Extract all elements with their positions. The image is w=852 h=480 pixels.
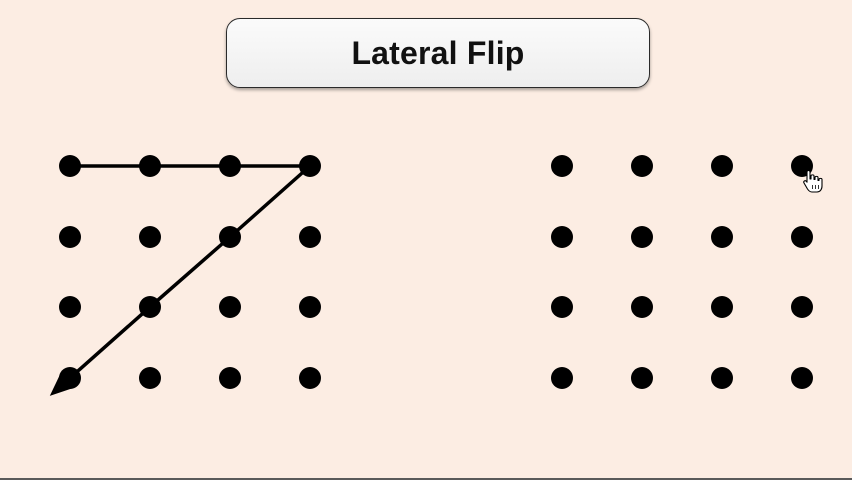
right-dot-r3-c2[interactable]	[631, 296, 653, 318]
left-drawn-pattern	[49, 164, 312, 396]
right-dot-grid[interactable]	[551, 155, 813, 389]
left-dot-r2-c1	[59, 226, 81, 248]
right-dot-r2-c4[interactable]	[791, 226, 813, 248]
right-dot-r4-c1[interactable]	[551, 367, 573, 389]
left-dot-r4-c3	[219, 367, 241, 389]
bottom-border	[0, 478, 852, 480]
right-dot-r3-c3[interactable]	[711, 296, 733, 318]
right-dot-r2-c3[interactable]	[711, 226, 733, 248]
left-dot-r4-c4	[299, 367, 321, 389]
right-dot-r3-c1[interactable]	[551, 296, 573, 318]
puzzle-title: Lateral Flip	[351, 34, 525, 71]
right-dot-r4-c2[interactable]	[631, 367, 653, 389]
pattern-path-line	[61, 164, 312, 386]
left-dot-r2-c4	[299, 226, 321, 248]
right-dot-r4-c3[interactable]	[711, 367, 733, 389]
right-dot-r1-c2[interactable]	[631, 155, 653, 177]
right-dot-r3-c4[interactable]	[791, 296, 813, 318]
right-dot-r1-c3[interactable]	[711, 155, 733, 177]
left-dot-r3-c4	[299, 296, 321, 318]
left-dot-r2-c2	[139, 226, 161, 248]
title-pill: Lateral Flip	[226, 18, 650, 88]
right-dot-r1-c1[interactable]	[551, 155, 573, 177]
pattern-arrowhead	[49, 370, 77, 396]
left-dot-r4-c2	[139, 367, 161, 389]
right-dot-r2-c2[interactable]	[631, 226, 653, 248]
left-dot-r3-c3	[219, 296, 241, 318]
left-dot-r3-c1	[59, 296, 81, 318]
right-dot-r2-c1[interactable]	[551, 226, 573, 248]
hand-pointer-icon	[803, 169, 823, 193]
right-dot-r4-c4[interactable]	[791, 367, 813, 389]
